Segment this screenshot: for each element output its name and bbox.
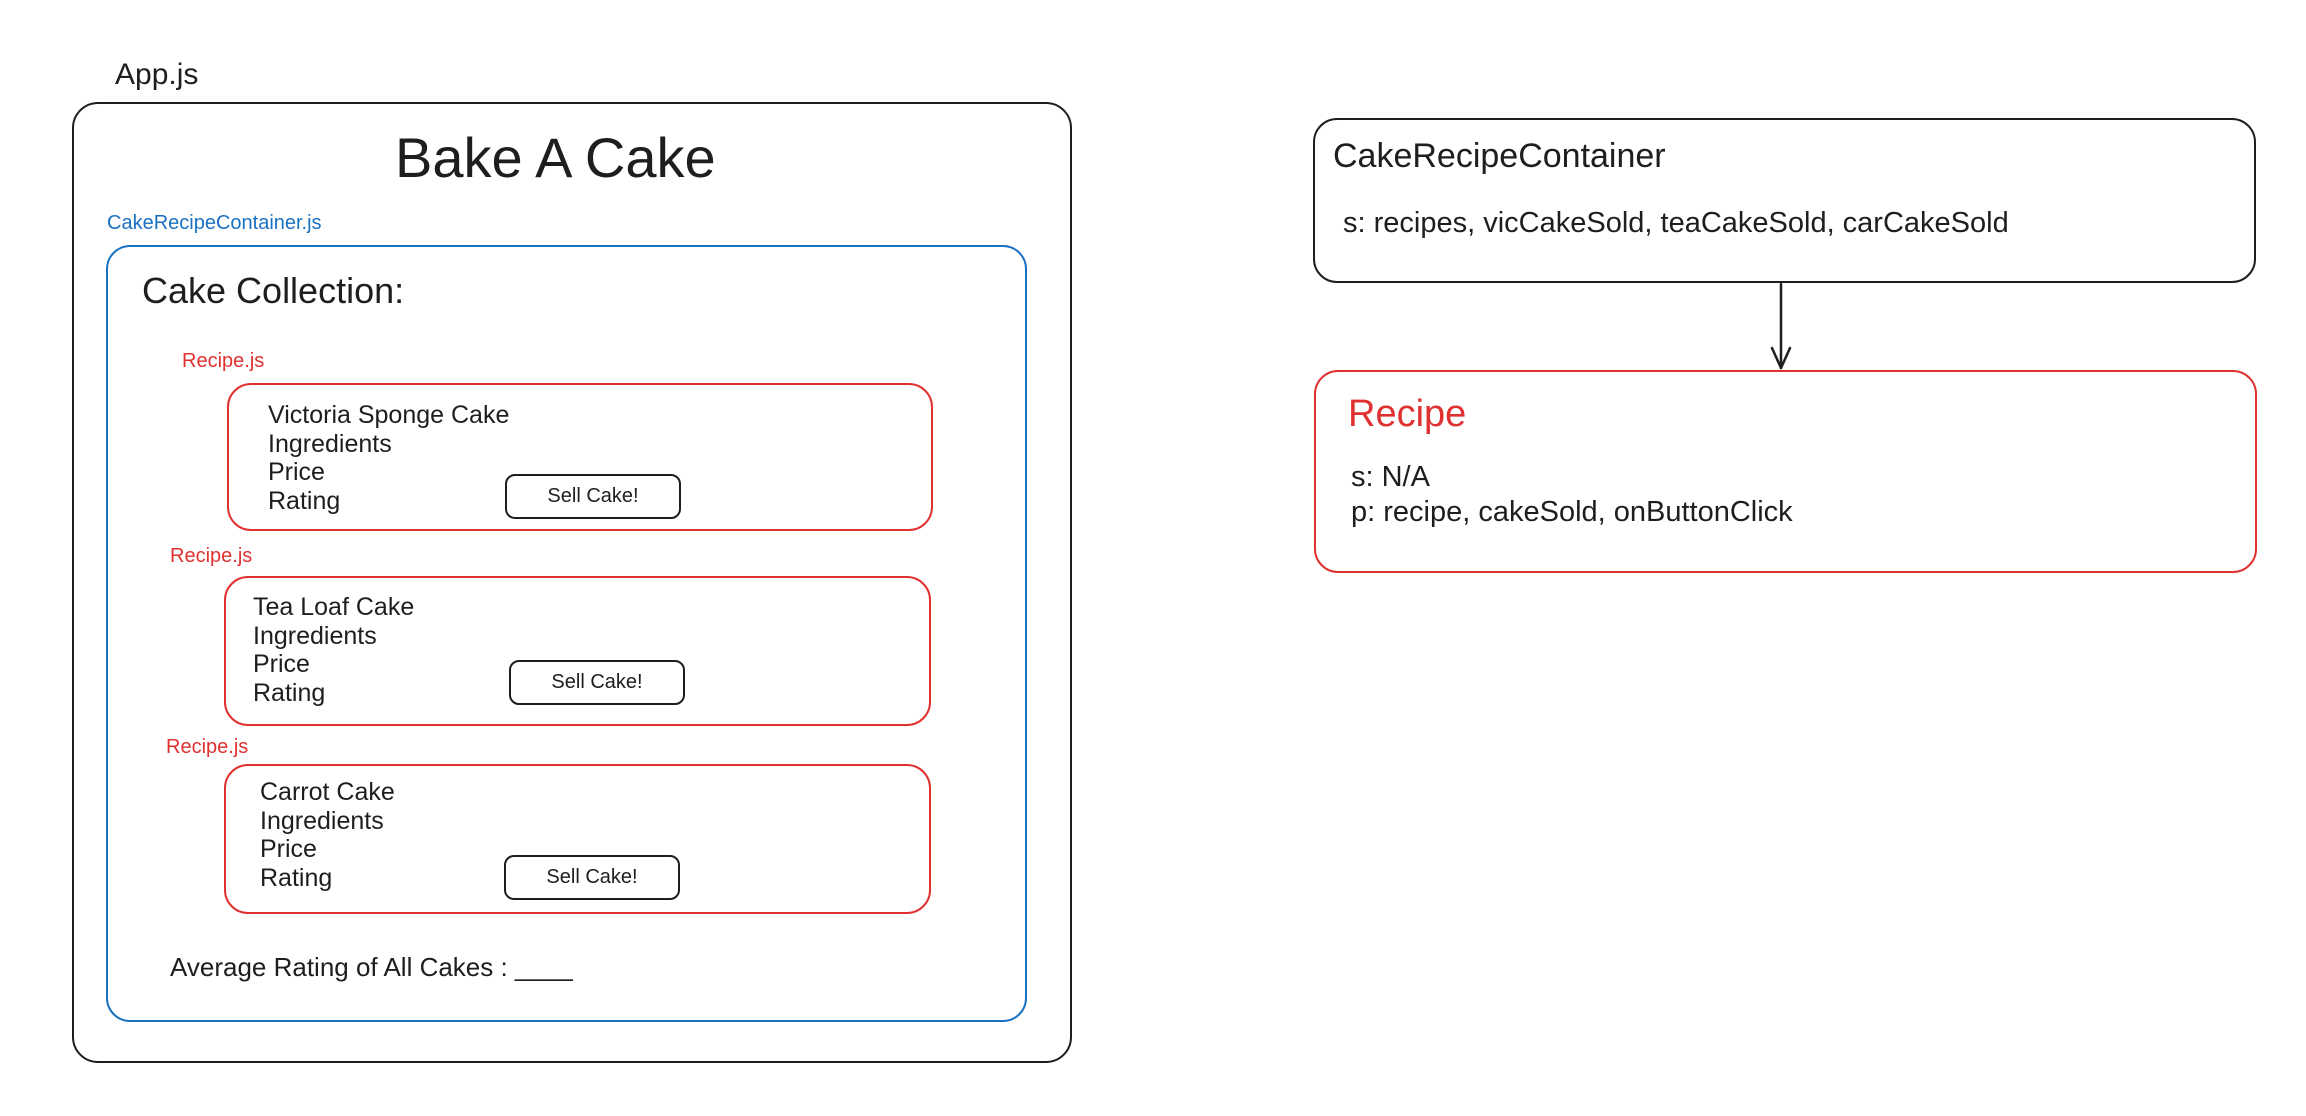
tree-node-props: p: recipe, cakeSold, onButtonClick — [1351, 496, 1793, 528]
average-rating-text: Average Rating of All Cakes : ____ — [170, 952, 573, 982]
recipe-card — [227, 383, 933, 531]
recipe-name: Tea Loaf Cake — [253, 593, 415, 621]
recipe-ingredients: Ingredients — [260, 807, 384, 835]
recipe-price: Price — [268, 458, 325, 486]
tree-node-title: Recipe — [1348, 393, 1467, 435]
recipe-rating: Rating — [253, 679, 326, 707]
tree-node-state: s: recipes, vicCakeSold, teaCakeSold, ca… — [1343, 207, 2009, 239]
sell-cake-button[interactable]: Sell Cake! — [505, 474, 681, 519]
cake-collection-heading: Cake Collection: — [142, 270, 405, 311]
sell-cake-button[interactable]: Sell Cake! — [504, 855, 680, 900]
recipe-name: Victoria Sponge Cake — [268, 401, 510, 429]
recipe-card — [224, 764, 931, 914]
recipe-price: Price — [253, 650, 310, 678]
app-title: Bake A Cake — [395, 126, 716, 189]
tree-node-cake-recipe-container — [1313, 118, 2256, 283]
tree-edge-arrow — [1770, 282, 1792, 370]
recipe-card — [224, 576, 931, 726]
tree-node-recipe — [1314, 370, 2257, 573]
sell-cake-button[interactable]: Sell Cake! — [509, 660, 685, 705]
cake-recipe-container-frame — [106, 245, 1027, 1022]
app-file-label: App.js — [115, 58, 199, 91]
recipe-file-label: Recipe.js — [170, 545, 253, 567]
app-frame — [72, 102, 1072, 1063]
tree-node-title: CakeRecipeContainer — [1333, 137, 1666, 175]
recipe-price: Price — [260, 835, 317, 863]
recipe-rating: Rating — [260, 864, 333, 892]
recipe-ingredients: Ingredients — [253, 622, 377, 650]
recipe-ingredients: Ingredients — [268, 430, 392, 458]
recipe-name: Carrot Cake — [260, 778, 395, 806]
recipe-file-label: Recipe.js — [182, 350, 265, 372]
recipe-rating: Rating — [268, 487, 341, 515]
recipe-file-label: Recipe.js — [166, 736, 249, 758]
tree-node-state: s: N/A — [1351, 461, 1430, 493]
container-file-label: CakeRecipeContainer.js — [107, 212, 322, 234]
